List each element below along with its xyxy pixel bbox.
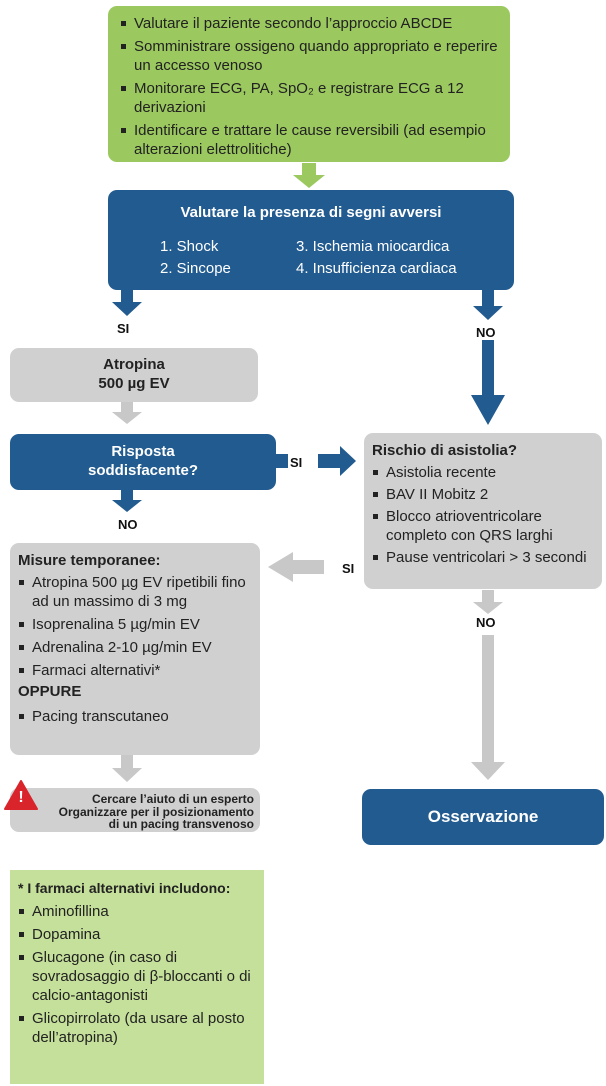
list-item: Pacing transcutaneo <box>18 707 254 726</box>
list-item: Valutare il paziente secondo l’approccio… <box>120 14 500 33</box>
observation-label: Osservazione <box>427 807 539 826</box>
response-label: Risposta <box>111 443 175 460</box>
arrow-asystole-no <box>473 590 503 614</box>
response-box: Risposta soddisfacente? <box>10 434 276 490</box>
expert-line-3: di un pacing transvenoso <box>108 817 254 831</box>
sign-heart-failure: 4. Insufficienza cardiaca <box>296 260 457 277</box>
or-label: OPPURE <box>18 683 82 700</box>
initial-assessment-box: Valutare il paziente secondo l’approccio… <box>108 6 510 162</box>
asystole-risk-box: Rischio di asistolia? Asistolia recente … <box>364 433 602 589</box>
label-no-adverse: NO <box>476 325 496 340</box>
arrow-no-to-observation <box>471 635 505 780</box>
temporary-measures-box: Misure temporanee: Atropina 500 µg EV ri… <box>10 543 260 755</box>
pacing-list: Pacing transcutaneo <box>18 707 254 726</box>
measures-title: Misure temporanee: <box>18 552 161 569</box>
list-item: Blocco atrioventricolare completo con QR… <box>372 507 596 545</box>
arrow-atropine-to-response <box>112 402 142 424</box>
list-item: BAV II Mobitz 2 <box>372 485 596 504</box>
arrow-si-to-measures <box>268 552 324 582</box>
list-item: Aminofillina <box>18 902 258 921</box>
alternative-drugs-box: * I farmaci alternativi includono: Amino… <box>10 870 264 1084</box>
list-item: Atropina 500 µg EV ripetibili fino ad un… <box>18 573 254 611</box>
warning-icon-glyph: ! <box>18 789 24 806</box>
atropine-box: Atropina 500 µg EV <box>10 348 258 402</box>
list-item: Farmaci alternativi* <box>18 661 254 680</box>
arrow-no-to-asystole <box>471 340 505 425</box>
expert-help-box: Cercare l’aiuto di un esperto Organizzar… <box>10 788 260 832</box>
adverse-signs-box: Valutare la presenza di segni avversi 1.… <box>108 190 514 290</box>
expert-line-2: Organizzare per il posizionamento <box>58 805 254 819</box>
initial-assessment-list: Valutare il paziente secondo l’approccio… <box>120 14 500 159</box>
list-item: Monitorare ECG, PA, SpO₂ e registrare EC… <box>120 79 500 117</box>
arrow-response-si <box>276 454 288 468</box>
list-item: Glicopirrolato (da usare al posto dell’a… <box>18 1009 258 1047</box>
adverse-signs-title: Valutare la presenza di segni avversi <box>180 204 442 221</box>
label-si-response: SI <box>290 455 303 470</box>
arrow-response-no <box>112 490 142 512</box>
label-si-adverse: SI <box>117 321 130 336</box>
list-item: Adrenalina 2-10 µg/min EV <box>18 638 254 657</box>
alternatives-list: Aminofillina Dopamina Glucagone (in caso… <box>18 902 258 1047</box>
arrow-measures-to-expert <box>112 755 142 782</box>
list-item: Dopamina <box>18 925 258 944</box>
response-label-2: soddisfacente? <box>87 462 199 479</box>
asystole-title: Rischio di asistolia? <box>372 442 518 459</box>
asystole-list: Asistolia recente BAV II Mobitz 2 Blocco… <box>372 463 596 567</box>
list-item: Pause ventricolari > 3 secondi <box>372 548 596 567</box>
warning-icon: ! <box>4 780 38 810</box>
list-item: Glucagone (in caso di sovradosaggio di β… <box>18 948 258 1005</box>
arrow-top-to-adverse <box>293 163 325 188</box>
label-no-asystole: NO <box>476 615 496 630</box>
measures-list: Atropina 500 µg EV ripetibili fino ad un… <box>18 573 254 680</box>
label-si-asystole: SI <box>342 561 355 576</box>
alternatives-title: * I farmaci alternativi includono: <box>18 880 231 896</box>
list-item: Isoprenalina 5 µg/min EV <box>18 615 254 634</box>
list-item: Identificare e trattare le cause reversi… <box>120 121 500 159</box>
expert-line-1: Cercare l’aiuto di un esperto <box>91 792 254 806</box>
atropine-dose: 500 µg EV <box>98 375 170 392</box>
label-no-response: NO <box>118 517 138 532</box>
sign-ischemia: 3. Ischemia miocardica <box>296 238 450 255</box>
sign-syncope: 2. Sincope <box>160 260 231 277</box>
arrow-si-to-asystole <box>318 446 356 476</box>
atropine-label: Atropina <box>103 356 165 373</box>
observation-box: Osservazione <box>362 789 604 845</box>
list-item: Asistolia recente <box>372 463 596 482</box>
arrow-adverse-no <box>473 290 503 320</box>
list-item: Somministrare ossigeno quando appropriat… <box>120 37 500 75</box>
arrow-adverse-si <box>112 290 142 316</box>
sign-shock: 1. Shock <box>160 238 219 255</box>
